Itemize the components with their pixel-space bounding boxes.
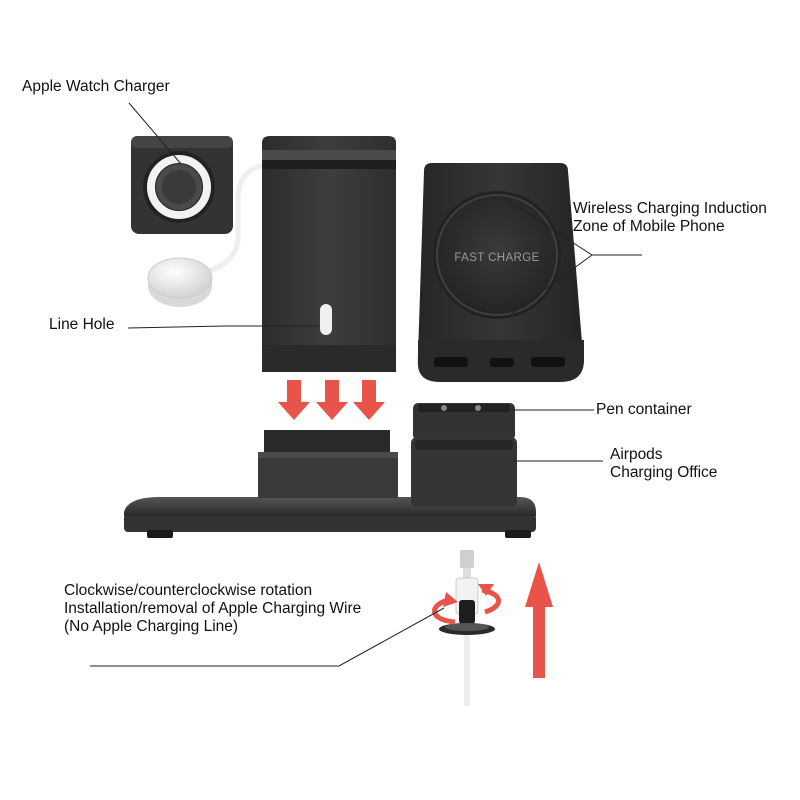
- watch-cable: [204, 162, 266, 275]
- up-arrow-icon: [525, 562, 553, 678]
- label-airpods-line1: Airpods: [610, 446, 663, 463]
- label-wireless-zone-line1: Wireless Charging Induction: [573, 200, 767, 217]
- phone-charger-module: [417, 163, 584, 382]
- watch-puck: [147, 257, 213, 307]
- label-watch-charger: Apple Watch Charger: [22, 78, 170, 95]
- base-plate: [124, 497, 536, 538]
- label-rotation-line3: (No Apple Charging Line): [64, 618, 239, 635]
- label-airpods-line2: Charging Office: [610, 464, 718, 481]
- label-rotation-line1: Clockwise/counterclockwise rotation: [64, 582, 313, 599]
- watch-dock: [131, 136, 233, 234]
- lightning-cable: [439, 550, 495, 706]
- label-line-hole: Line Hole: [49, 316, 115, 333]
- label-rotation-line2: Installation/removal of Apple Charging W…: [64, 600, 362, 617]
- down-arrow-icon: [278, 380, 385, 420]
- leader-lines: [90, 102, 642, 667]
- line-hole: [320, 304, 332, 335]
- label-pen-container: Pen container: [596, 401, 692, 418]
- pad-text: FAST CHARGE: [454, 252, 539, 264]
- label-wireless-zone-line2: Zone of Mobile Phone: [573, 218, 725, 235]
- airpods-dock: [411, 437, 517, 507]
- rotation-arrow-heads: [443, 584, 494, 607]
- main-stand: [262, 136, 396, 372]
- stand-socket: [258, 430, 398, 498]
- pen-container: [413, 403, 515, 440]
